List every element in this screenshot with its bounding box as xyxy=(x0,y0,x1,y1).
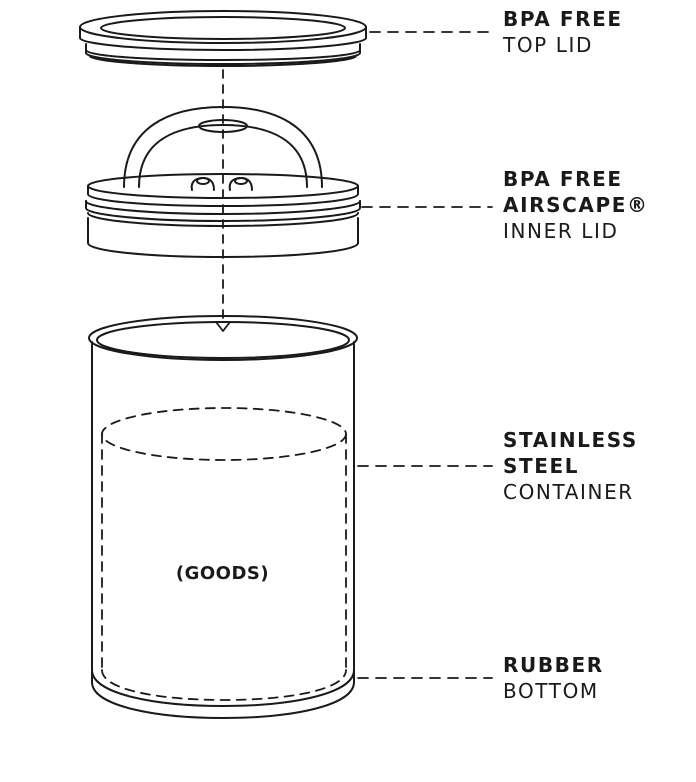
leader-lines xyxy=(357,31,493,679)
valve-knobs xyxy=(190,177,253,191)
label-bottom-line1: RUBBER xyxy=(503,653,604,677)
label-container-line1: STAINLESS xyxy=(503,428,638,452)
label-container-line3: CONTAINER xyxy=(503,480,634,504)
goods-outline xyxy=(101,407,347,701)
label-container: STAINLESS STEEL CONTAINER xyxy=(503,427,638,505)
goods-label: (GOODS) xyxy=(175,563,270,584)
assembly-axis xyxy=(215,69,231,332)
arrow-down-icon xyxy=(215,321,231,332)
label-inner-lid-line3: INNER LID xyxy=(503,219,619,243)
label-inner-lid: BPA FREE AIRSCAPE® INNER LID xyxy=(503,166,649,244)
label-top-lid-line1: BPA FREE xyxy=(503,7,623,31)
label-bottom-line2: BOTTOM xyxy=(503,679,599,703)
label-bottom: RUBBER BOTTOM xyxy=(503,652,604,704)
label-container-line2: STEEL xyxy=(503,454,580,478)
rubber-bottom-band xyxy=(91,669,355,707)
label-inner-lid-line1: BPA FREE xyxy=(503,167,623,191)
label-top-lid-line2: TOP LID xyxy=(503,33,594,57)
top-lid xyxy=(79,10,367,67)
label-top-lid: BPA FREE TOP LID xyxy=(503,6,623,58)
container xyxy=(88,315,358,719)
label-inner-lid-line2: AIRSCAPE® xyxy=(503,193,649,217)
